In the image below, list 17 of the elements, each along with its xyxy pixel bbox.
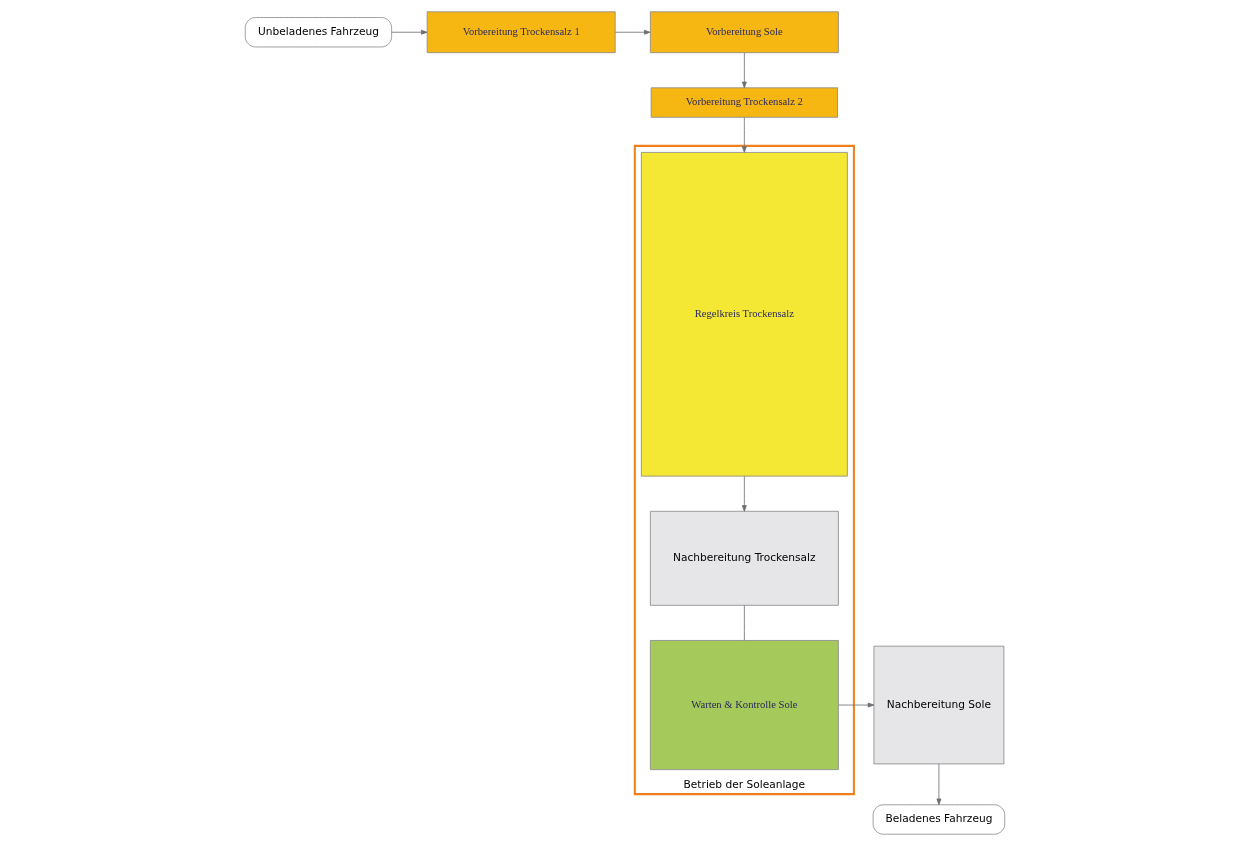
arrow (936, 763, 942, 806)
arrow (741, 476, 747, 512)
node-box: Nachbereitung Trockensalz (649, 510, 839, 606)
node-box: Vorbereitung Sole (649, 11, 839, 54)
node-box: Beladenes Fahrzeug (872, 804, 1006, 835)
node-box: Unbeladenes Fahrzeug (244, 17, 392, 48)
node-box: Nachbereitung Sole (873, 645, 1005, 765)
node-box: Vorbereitung Trockensalz 2 (650, 87, 838, 118)
arrow (614, 29, 651, 35)
node-box: Warten & Kontrolle Sole (649, 640, 839, 771)
connector (743, 605, 745, 641)
arrow (391, 29, 428, 35)
arrow (741, 117, 747, 153)
arrow (741, 52, 747, 89)
node-box: Vorbereitung Trockensalz 1 (426, 11, 616, 54)
arrow (838, 702, 875, 708)
node-box: Regelkreis Trockensalz (640, 152, 848, 477)
